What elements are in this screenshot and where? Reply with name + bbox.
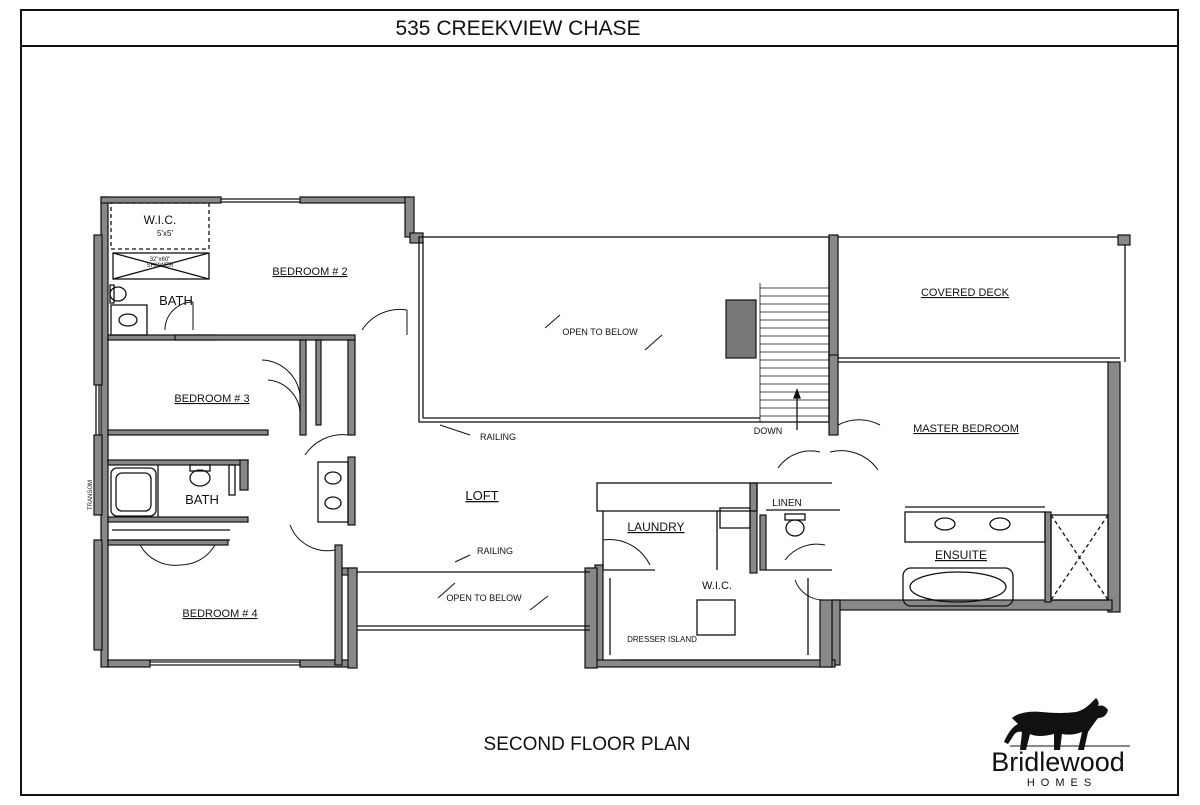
label-dresser-island: DRESSER ISLAND	[627, 635, 697, 644]
label-wic-top: W.I.C.	[144, 213, 177, 227]
label-covered-deck: COVERED DECK	[921, 287, 1010, 299]
horse-icon	[1004, 698, 1108, 750]
page-title: 535 CREEKVIEW CHASE	[395, 17, 640, 40]
linework	[95, 198, 1126, 661]
label-master-bedroom: MASTER BEDROOM	[913, 423, 1019, 435]
label-wic-size: 5'x5'	[157, 229, 173, 238]
door-swings	[139, 301, 881, 601]
label-open-below-bottom: OPEN TO BELOW	[446, 593, 522, 603]
label-bedroom4: BEDROOM # 4	[182, 608, 257, 620]
label-bath-mid: BATH	[185, 492, 219, 507]
label-transom: TRANSOM	[88, 480, 94, 510]
label-bedroom3: BEDROOM # 3	[174, 393, 249, 405]
brand-logo: Bridlewood HOMES	[991, 698, 1130, 789]
label-bedroom2: BEDROOM # 2	[272, 266, 347, 278]
label-loft: LOFT	[465, 488, 498, 503]
label-linen: LINEN	[772, 498, 801, 509]
label-shower: SHOWER	[147, 263, 175, 269]
sheet-border	[20, 9, 1179, 796]
plan-title: SECOND FLOOR PLAN	[484, 734, 691, 755]
label-ensuite: ENSUITE	[935, 548, 987, 562]
label-railing-top: RAILING	[480, 432, 516, 442]
walls	[93, 196, 1131, 669]
label-shower-size: 32"x60"	[150, 257, 171, 263]
label-laundry: LAUNDRY	[627, 520, 684, 534]
brand-name: Bridlewood	[991, 747, 1125, 777]
label-down: DOWN	[754, 426, 783, 436]
label-railing-bottom: RAILING	[477, 546, 513, 556]
label-bath-top: BATH	[159, 293, 193, 308]
open-below-arrows	[437, 314, 663, 611]
label-open-below-top: OPEN TO BELOW	[562, 327, 638, 337]
brand-subtitle: HOMES	[1027, 777, 1097, 789]
room-labels: W.I.C. 5'x5' 32"x60" SHOWER BEDROOM # 2 …	[88, 213, 1019, 644]
label-wic-master: W.I.C.	[702, 580, 732, 592]
